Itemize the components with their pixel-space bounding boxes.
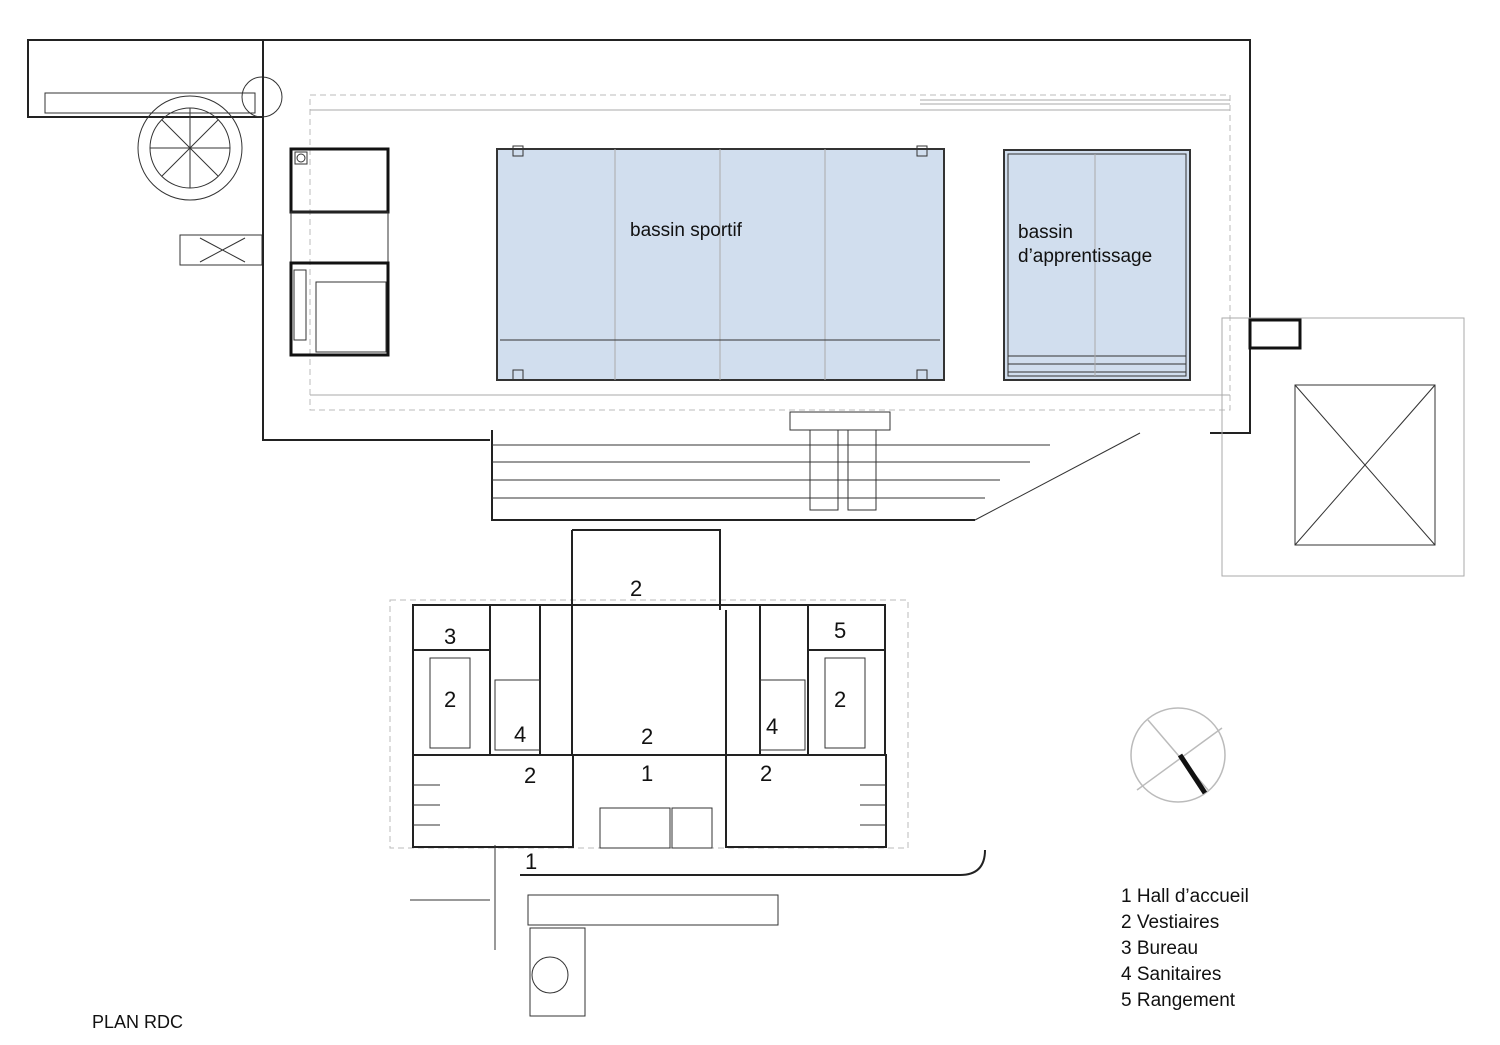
pool-hall [262,39,1251,441]
room-number-vestiaire-lower-right: 2 [760,761,773,786]
legend-item: 3 Bureau [1121,938,1199,959]
changing-complex [389,529,909,849]
entrance [410,845,986,1017]
legend-item: 4 Sanitaires [1121,964,1222,985]
sport-pool [496,145,945,381]
legend-item: 5 Rangement [1121,990,1236,1011]
learning-pool-label-line1: bassin [1018,222,1073,243]
room-number-vestiaire-lower-left: 2 [524,763,537,788]
legend-item: 1 Hall d’accueil [1121,886,1249,907]
room-number-vestiaire-center: 2 [641,724,654,749]
right-annex [1221,317,1465,577]
plan-title: PLAN RDC [92,1012,184,1032]
room-number-bureau: 3 [444,624,457,649]
service-block [289,147,390,357]
learning-pool [1003,149,1191,381]
learning-pool-label: bassin d’apprentissage [1018,221,1152,269]
room-number-vestiaire-left: 2 [444,687,457,712]
room-number-vestiaire-right: 2 [834,687,847,712]
room-legend: 1 Hall d’accueil 2 Vestiaires 3 Bureau 4… [1121,884,1249,1014]
legend-item: 2 Vestiaires [1121,912,1220,933]
north-compass [1130,707,1226,803]
room-number-sanitaires-left: 4 [514,722,527,747]
bleachers [491,411,1141,521]
sport-pool-label: bassin sportif [630,220,742,241]
room-number-sanitaires-right: 4 [766,714,779,739]
learning-pool-label-line2: d’apprentissage [1018,245,1153,267]
room-number-hall-lower: 1 [525,849,538,874]
room-number-vestiaire-top: 2 [630,576,643,601]
top-left-annex [27,39,283,266]
room-number-hall-center: 1 [641,761,654,786]
room-number-rangement: 5 [834,618,847,643]
